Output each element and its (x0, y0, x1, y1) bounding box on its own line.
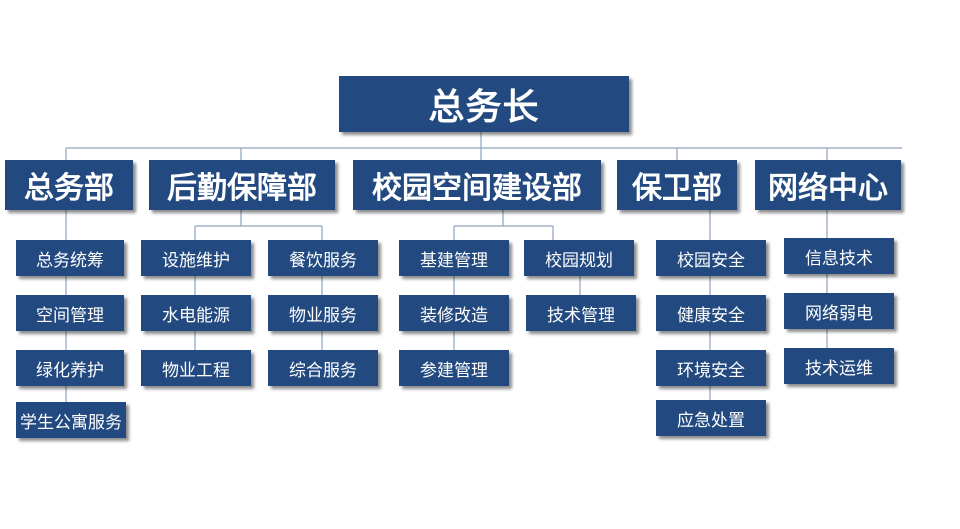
dept-logistics: 后勤保障部 (149, 160, 335, 210)
unit-node: 水电能源 (141, 295, 251, 331)
dept-security: 保卫部 (617, 160, 737, 210)
unit-node: 基建管理 (399, 240, 509, 276)
root-node: 总务长 (339, 76, 629, 132)
unit-node: 综合服务 (268, 350, 378, 386)
unit-node: 校园规划 (524, 240, 634, 276)
unit-node: 物业服务 (268, 295, 378, 331)
unit-node: 餐饮服务 (268, 240, 378, 276)
unit-node: 技术管理 (526, 295, 636, 331)
unit-node: 绿化养护 (16, 350, 124, 386)
unit-node: 空间管理 (16, 295, 124, 331)
unit-node: 总务统筹 (16, 240, 124, 276)
dept-general-affairs: 总务部 (5, 160, 133, 210)
unit-node: 装修改造 (399, 295, 509, 331)
unit-node: 校园安全 (656, 240, 766, 276)
unit-node: 信息技术 (784, 238, 894, 274)
unit-node: 技术运维 (784, 348, 894, 384)
unit-node: 物业工程 (141, 350, 251, 386)
unit-node: 参建管理 (399, 350, 509, 386)
unit-node: 应急处置 (656, 400, 766, 436)
unit-node: 学生公寓服务 (16, 402, 126, 438)
unit-node: 环境安全 (656, 350, 766, 386)
dept-campus-construction: 校园空间建设部 (353, 160, 601, 210)
unit-node: 设施维护 (141, 240, 251, 276)
unit-node: 网络弱电 (784, 293, 894, 329)
unit-node: 健康安全 (656, 295, 766, 331)
dept-network-center: 网络中心 (755, 160, 901, 210)
